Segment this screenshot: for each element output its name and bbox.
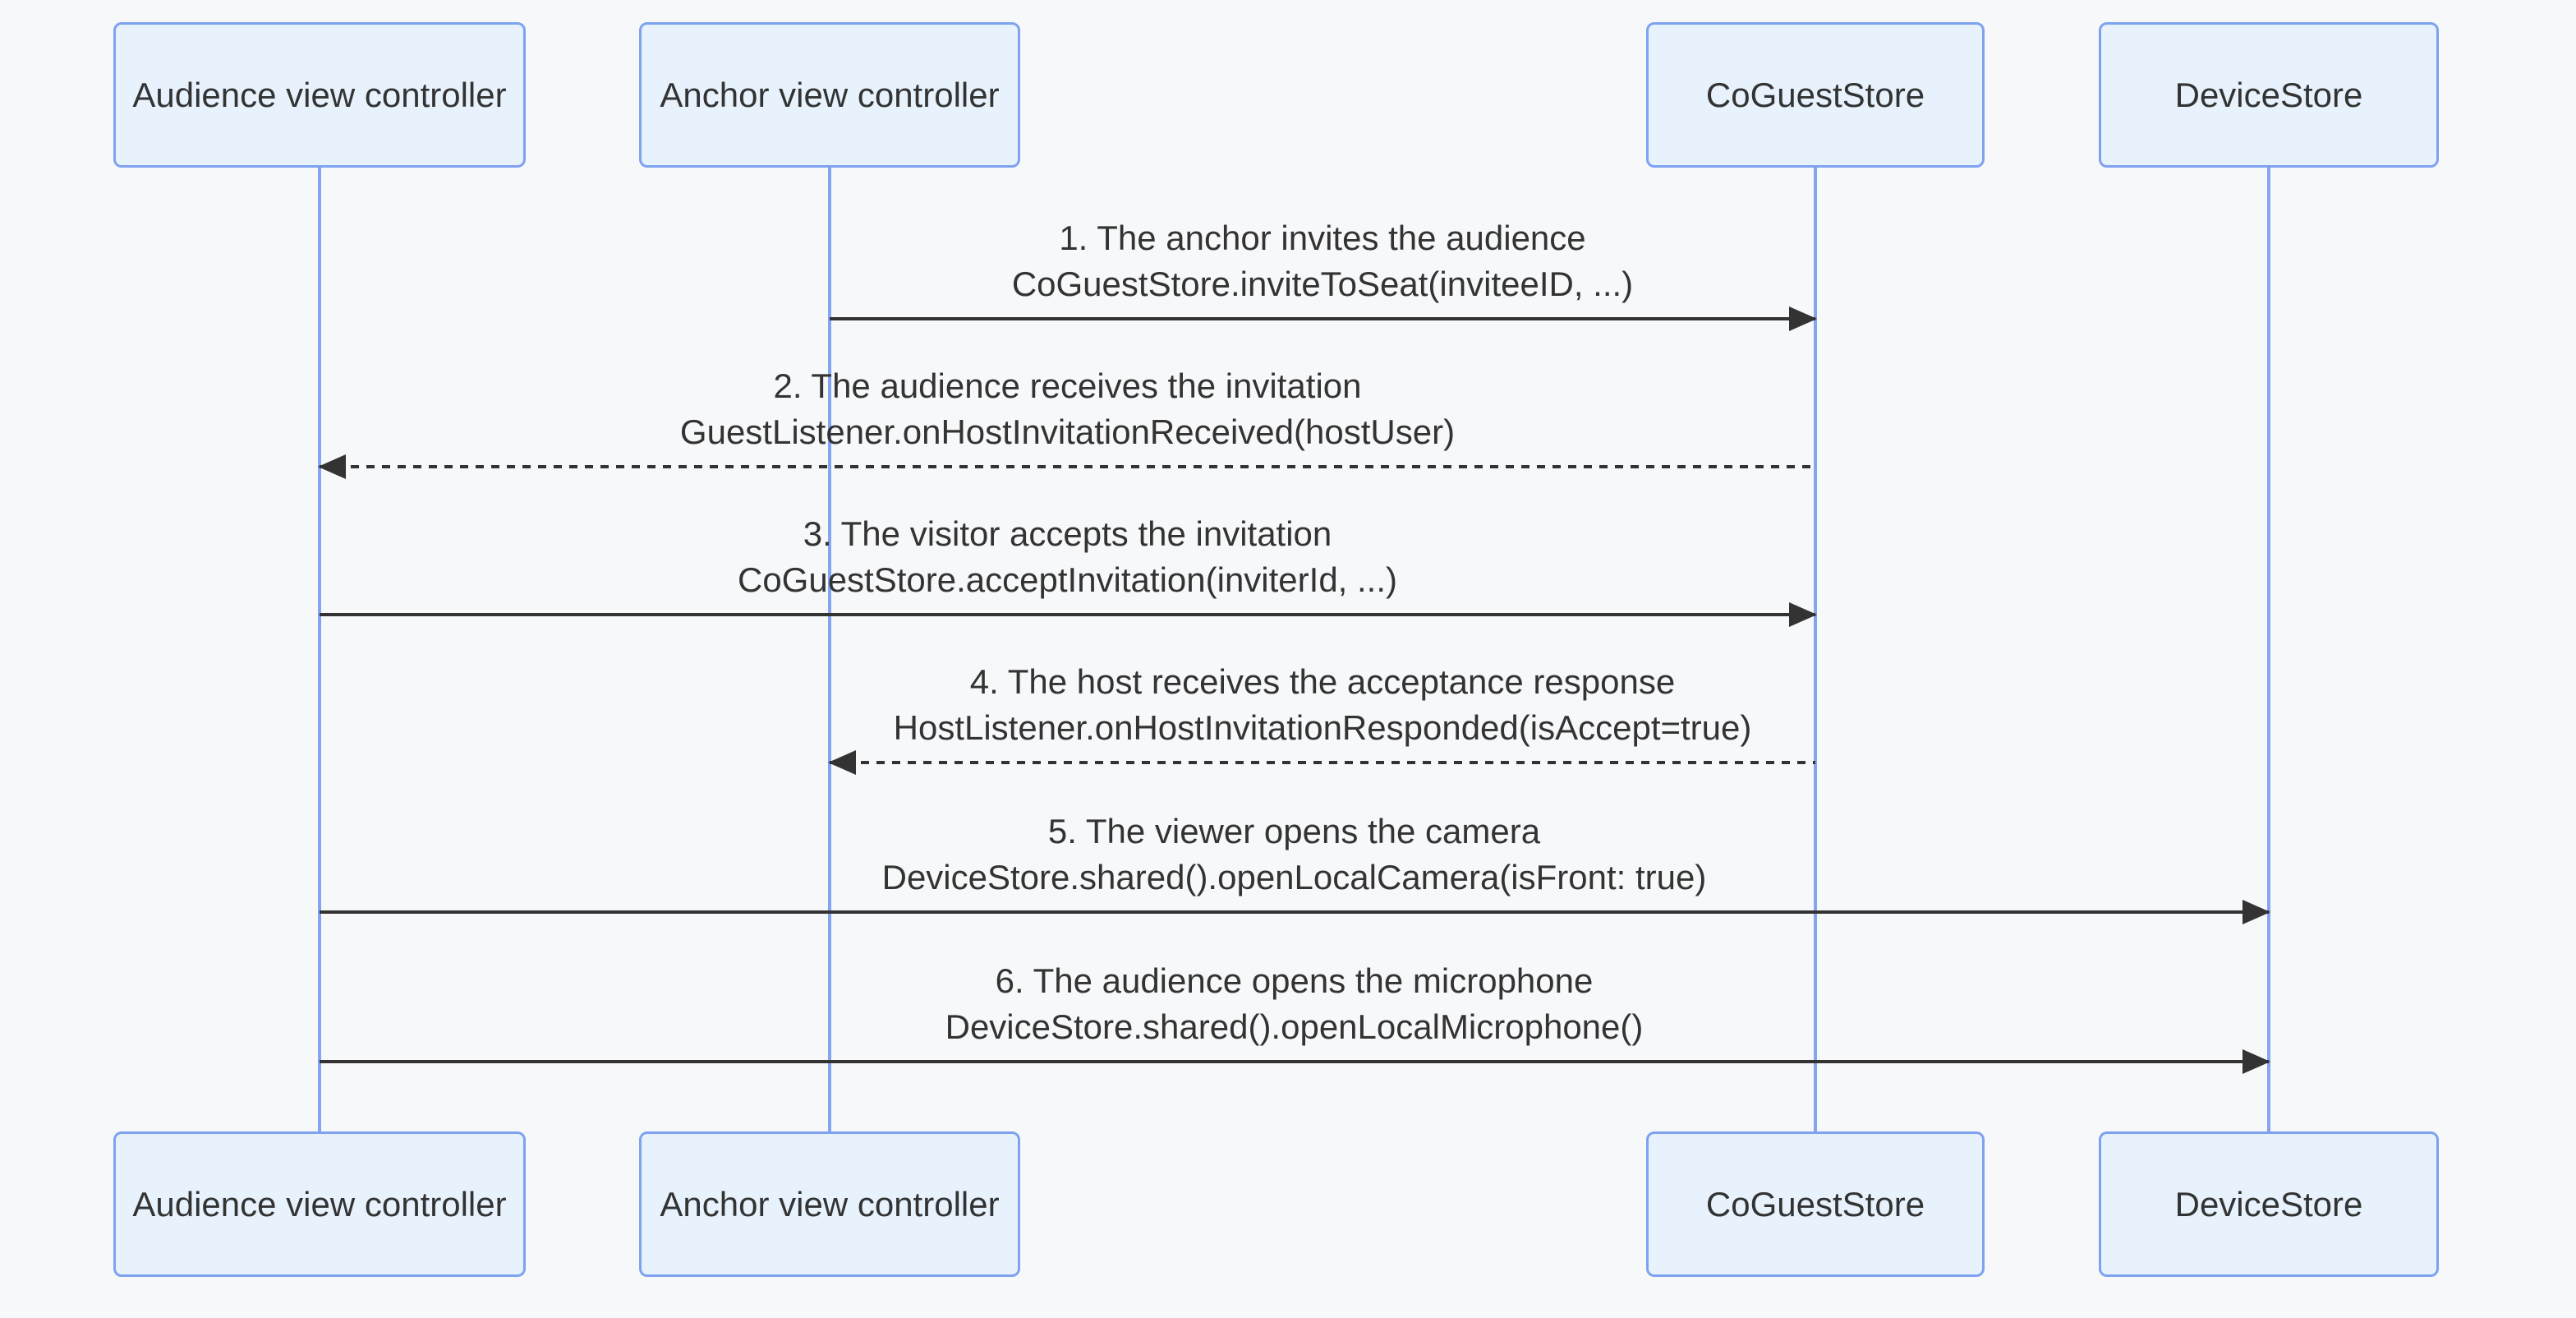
arrowhead-right-icon — [1789, 602, 1817, 627]
message-3-description: 3. The visitor accepts the invitation — [803, 514, 1332, 553]
participant-top-device-store: DeviceStore — [2099, 22, 2439, 168]
participant-label: Anchor view controller — [660, 75, 1000, 114]
message-2-signature: GuestListener.onHostInvitationReceived(h… — [679, 412, 1456, 451]
arrowhead-left-icon — [828, 750, 856, 775]
arrowhead-right-icon — [1789, 306, 1817, 331]
participant-bottom-anchor-view-controller: Anchor view controller — [639, 1131, 1020, 1277]
participant-label: Audience view controller — [132, 1184, 507, 1224]
participant-bottom-device-store: DeviceStore — [2099, 1131, 2439, 1277]
message-6-description: 6. The audience opens the microphone — [995, 961, 1594, 1000]
arrowhead-right-icon — [2242, 1049, 2270, 1074]
message-4-arrow-line — [828, 750, 1815, 775]
message-5: 5. The viewer opens the camera DeviceSto… — [320, 809, 2270, 924]
lifeline-anchor-view-controller — [828, 168, 831, 1131]
lifeline-device-store — [2267, 168, 2270, 1131]
participant-label: CoGuestStore — [1705, 75, 1925, 114]
message-4-signature: HostListener.onHostInvitationResponded(i… — [893, 708, 1752, 747]
message-1-description: 1. The anchor invites the audience — [1059, 219, 1586, 257]
lifeline-audience-view-controller — [318, 168, 321, 1131]
message-3-signature: CoGuestStore.acceptInvitation(inviterId,… — [737, 560, 1398, 599]
arrowhead-left-icon — [318, 454, 346, 479]
lifeline-co-guest-store — [1814, 168, 1817, 1131]
participant-label: Audience view controller — [132, 75, 507, 114]
message-6-arrow-line — [320, 1049, 2270, 1074]
message-2-description: 2. The audience receives the invitation — [773, 366, 1362, 405]
message-4-description: 4. The host receives the acceptance resp… — [969, 662, 1676, 701]
participant-top-anchor-view-controller: Anchor view controller — [639, 22, 1020, 168]
participant-label: Anchor view controller — [660, 1184, 1000, 1224]
message-2-arrow-line — [318, 454, 1815, 479]
participant-bottom-audience-view-controller: Audience view controller — [113, 1131, 526, 1277]
message-2: 2. The audience receives the invitation … — [318, 363, 1815, 479]
message-1: 1. The anchor invites the audience CoGue… — [830, 215, 1817, 331]
message-5-arrow-line — [320, 900, 2270, 924]
message-3-arrow-line — [320, 602, 1817, 627]
message-3: 3. The visitor accepts the invitation Co… — [320, 511, 1817, 627]
message-6-signature: DeviceStore.shared().openLocalMicrophone… — [945, 1007, 1644, 1046]
participant-label: DeviceStore — [2174, 75, 2363, 114]
participant-top-audience-view-controller: Audience view controller — [113, 22, 526, 168]
message-5-signature: DeviceStore.shared().openLocalCamera(isF… — [881, 858, 1707, 896]
message-5-description: 5. The viewer opens the camera — [1047, 812, 1541, 850]
participant-label: CoGuestStore — [1705, 1184, 1925, 1224]
message-1-signature: CoGuestStore.inviteToSeat(inviteeID, ...… — [1011, 265, 1634, 303]
participant-bottom-co-guest-store: CoGuestStore — [1646, 1131, 1985, 1277]
arrowhead-right-icon — [2242, 900, 2270, 924]
participant-label: DeviceStore — [2174, 1184, 2363, 1224]
message-1-arrow-line — [830, 306, 1817, 331]
participant-top-co-guest-store: CoGuestStore — [1646, 22, 1985, 168]
message-6: 6. The audience opens the microphone Dev… — [320, 958, 2270, 1074]
message-4: 4. The host receives the acceptance resp… — [828, 659, 1815, 775]
